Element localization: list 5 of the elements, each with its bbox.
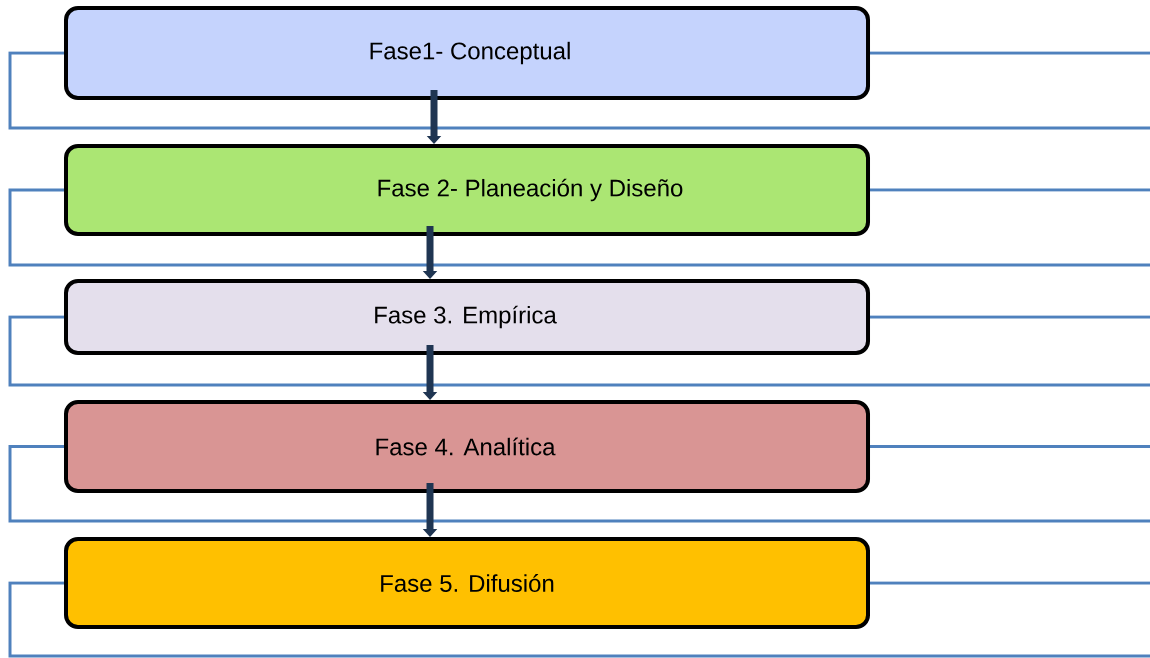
phase-box: Fase 2- Planeación y Diseño [64,144,870,236]
phase-box: Fase 3. Empírica [64,279,870,355]
phase-box: Fase 4. Analítica [64,400,870,493]
phase-box: Fase1- Conceptual [64,6,870,100]
phase-box: Fase 5. Difusión [64,537,870,629]
